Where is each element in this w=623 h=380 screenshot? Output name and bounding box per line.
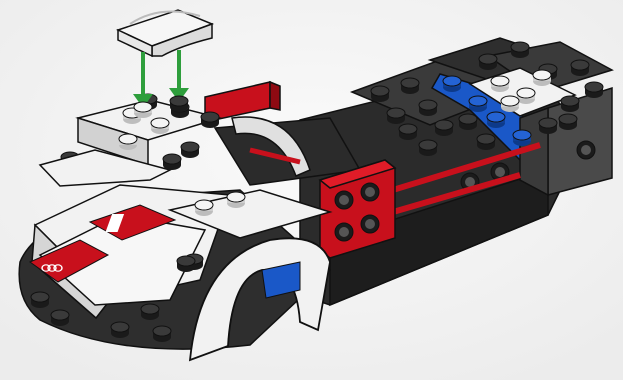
target-stud-icon xyxy=(170,96,188,112)
technic-hole-icon xyxy=(577,141,595,159)
target-stud-icon xyxy=(134,102,152,118)
